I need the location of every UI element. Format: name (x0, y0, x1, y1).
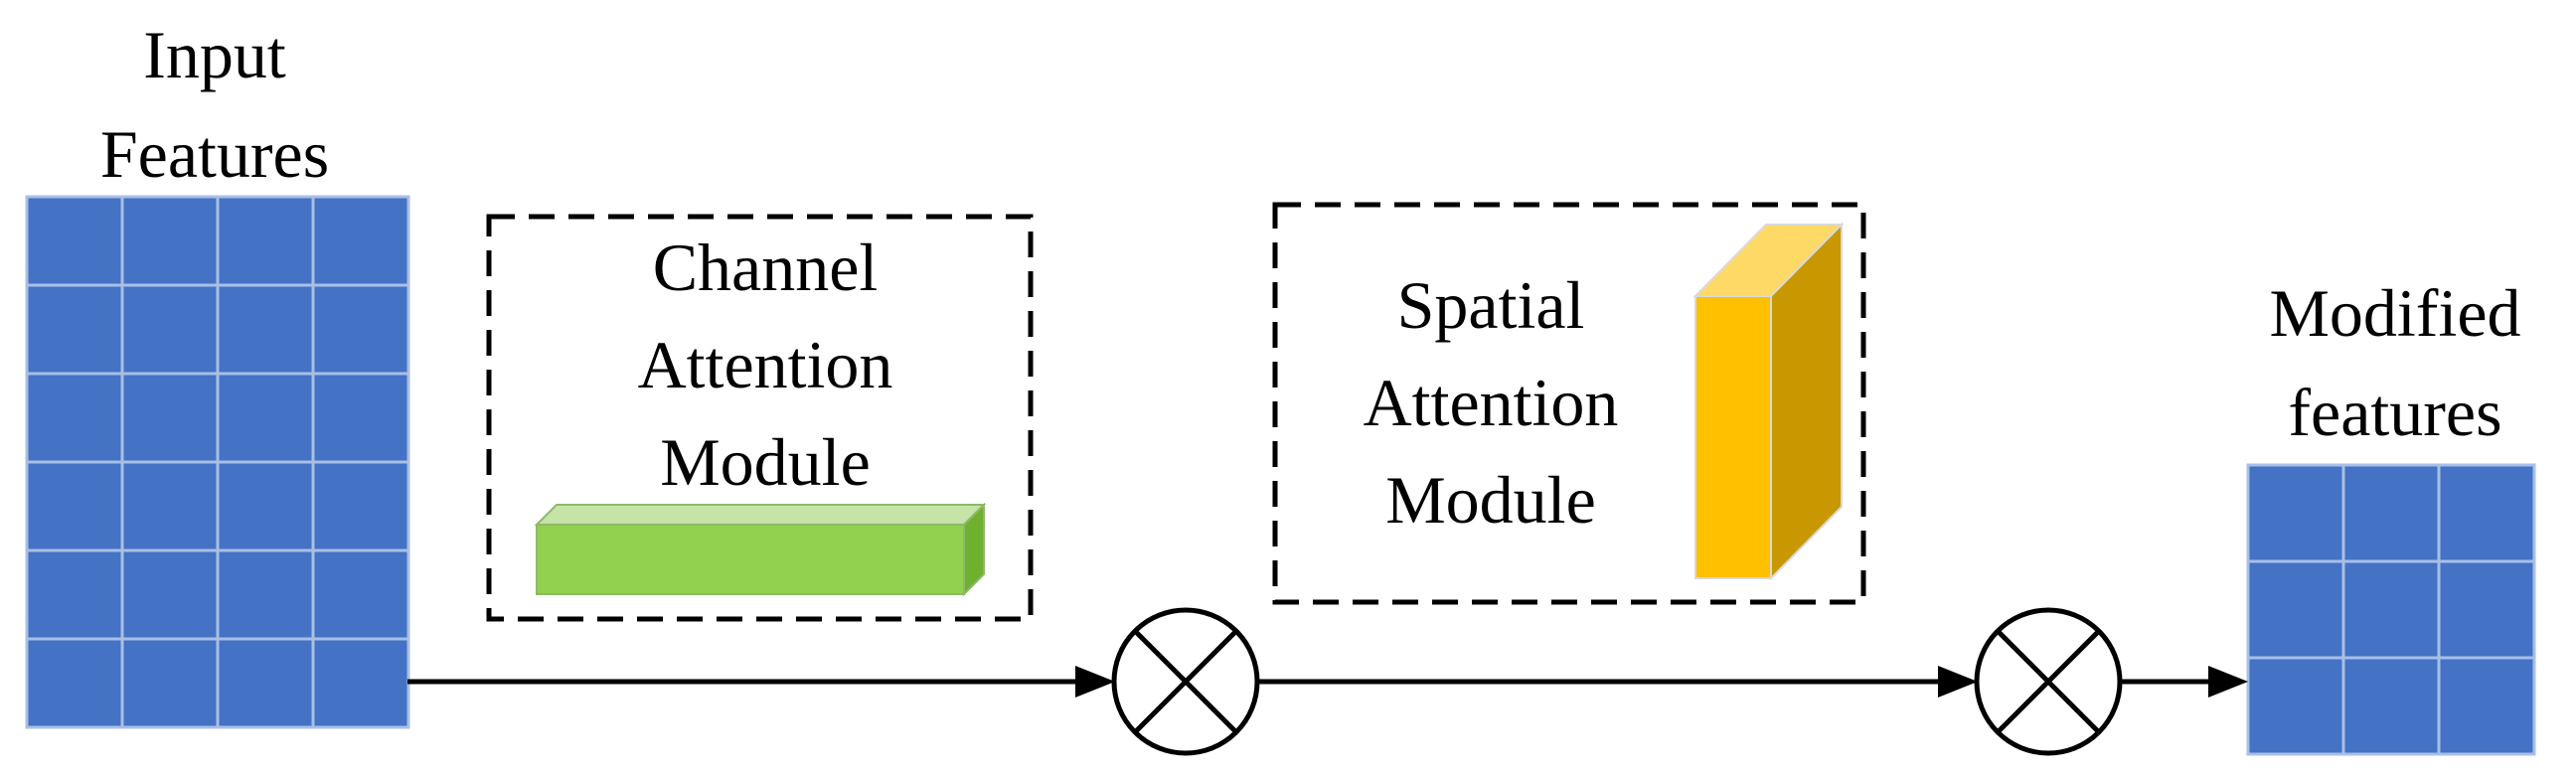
input-grid-cell (25, 548, 124, 641)
input-grid-cell (311, 195, 410, 287)
input-grid-cell (120, 548, 220, 641)
input-grid-cell (216, 460, 315, 552)
multiply-operator-2 (1974, 607, 2123, 756)
modified-features-grid (2246, 463, 2536, 756)
output-grid-cell (2437, 656, 2536, 756)
channel-attention-box (486, 214, 1034, 622)
output-grid-cell (2341, 463, 2441, 563)
output-grid-cell (2246, 559, 2345, 660)
input-features-label-line1: Input (143, 17, 286, 92)
input-grid-cell (120, 460, 220, 552)
input-grid-cell (25, 460, 124, 552)
arrowhead-mult2 (1938, 666, 1978, 698)
input-grid-cell (25, 195, 124, 287)
multiply-operator-1 (1111, 607, 1260, 756)
output-grid-cell (2246, 463, 2345, 563)
channel-attention-block (534, 502, 987, 597)
input-grid-cell (216, 372, 315, 464)
output-grid-cell (2437, 463, 2536, 563)
input-grid-cell (311, 548, 410, 641)
input-grid-cell (120, 195, 220, 287)
input-grid-cell (311, 460, 410, 552)
spatial-block-front-face (1694, 295, 1772, 579)
input-features-grid (25, 195, 410, 729)
spatial-attention-block (1692, 222, 1845, 581)
channel-block-top (534, 504, 987, 526)
input-grid-cell (25, 283, 124, 376)
spatial-attention-box (1272, 202, 1866, 605)
input-grid-cell (120, 372, 220, 464)
output-grid-cell (2341, 559, 2441, 660)
input-grid-cell (25, 372, 124, 464)
input-grid-cell (216, 283, 315, 376)
input-grid-cell (311, 283, 410, 376)
input-features-label-line2: Features (100, 116, 329, 192)
input-grid-cell (311, 637, 410, 729)
channel-attention-label-line2: Attention (638, 327, 893, 402)
input-grid-cell (25, 637, 124, 729)
channel-attention-label-line3: Module (660, 424, 871, 500)
output-grid-cell (2437, 559, 2536, 660)
input-grid-cell (216, 548, 315, 641)
spatial-attention-label-line3: Module (1385, 462, 1596, 538)
modified-features-label-line2: features (2288, 375, 2501, 450)
spatial-attention-label-line2: Attention (1364, 365, 1619, 440)
modified-features-label-line1: Modified (2269, 275, 2520, 351)
input-grid-cell (311, 372, 410, 464)
input-grid-cell (216, 637, 315, 729)
arrowhead-output (2208, 666, 2248, 698)
channel-block-front-face (536, 524, 965, 595)
input-grid-cell (120, 283, 220, 376)
output-grid-cell (2341, 656, 2441, 756)
arrowhead-mult1 (1075, 666, 1115, 698)
spatial-attention-label-line1: Spatial (1397, 267, 1585, 343)
input-grid-cell (216, 195, 315, 287)
input-grid-cell (120, 637, 220, 729)
channel-attention-label-line1: Channel (653, 230, 879, 305)
output-grid-cell (2246, 656, 2345, 756)
